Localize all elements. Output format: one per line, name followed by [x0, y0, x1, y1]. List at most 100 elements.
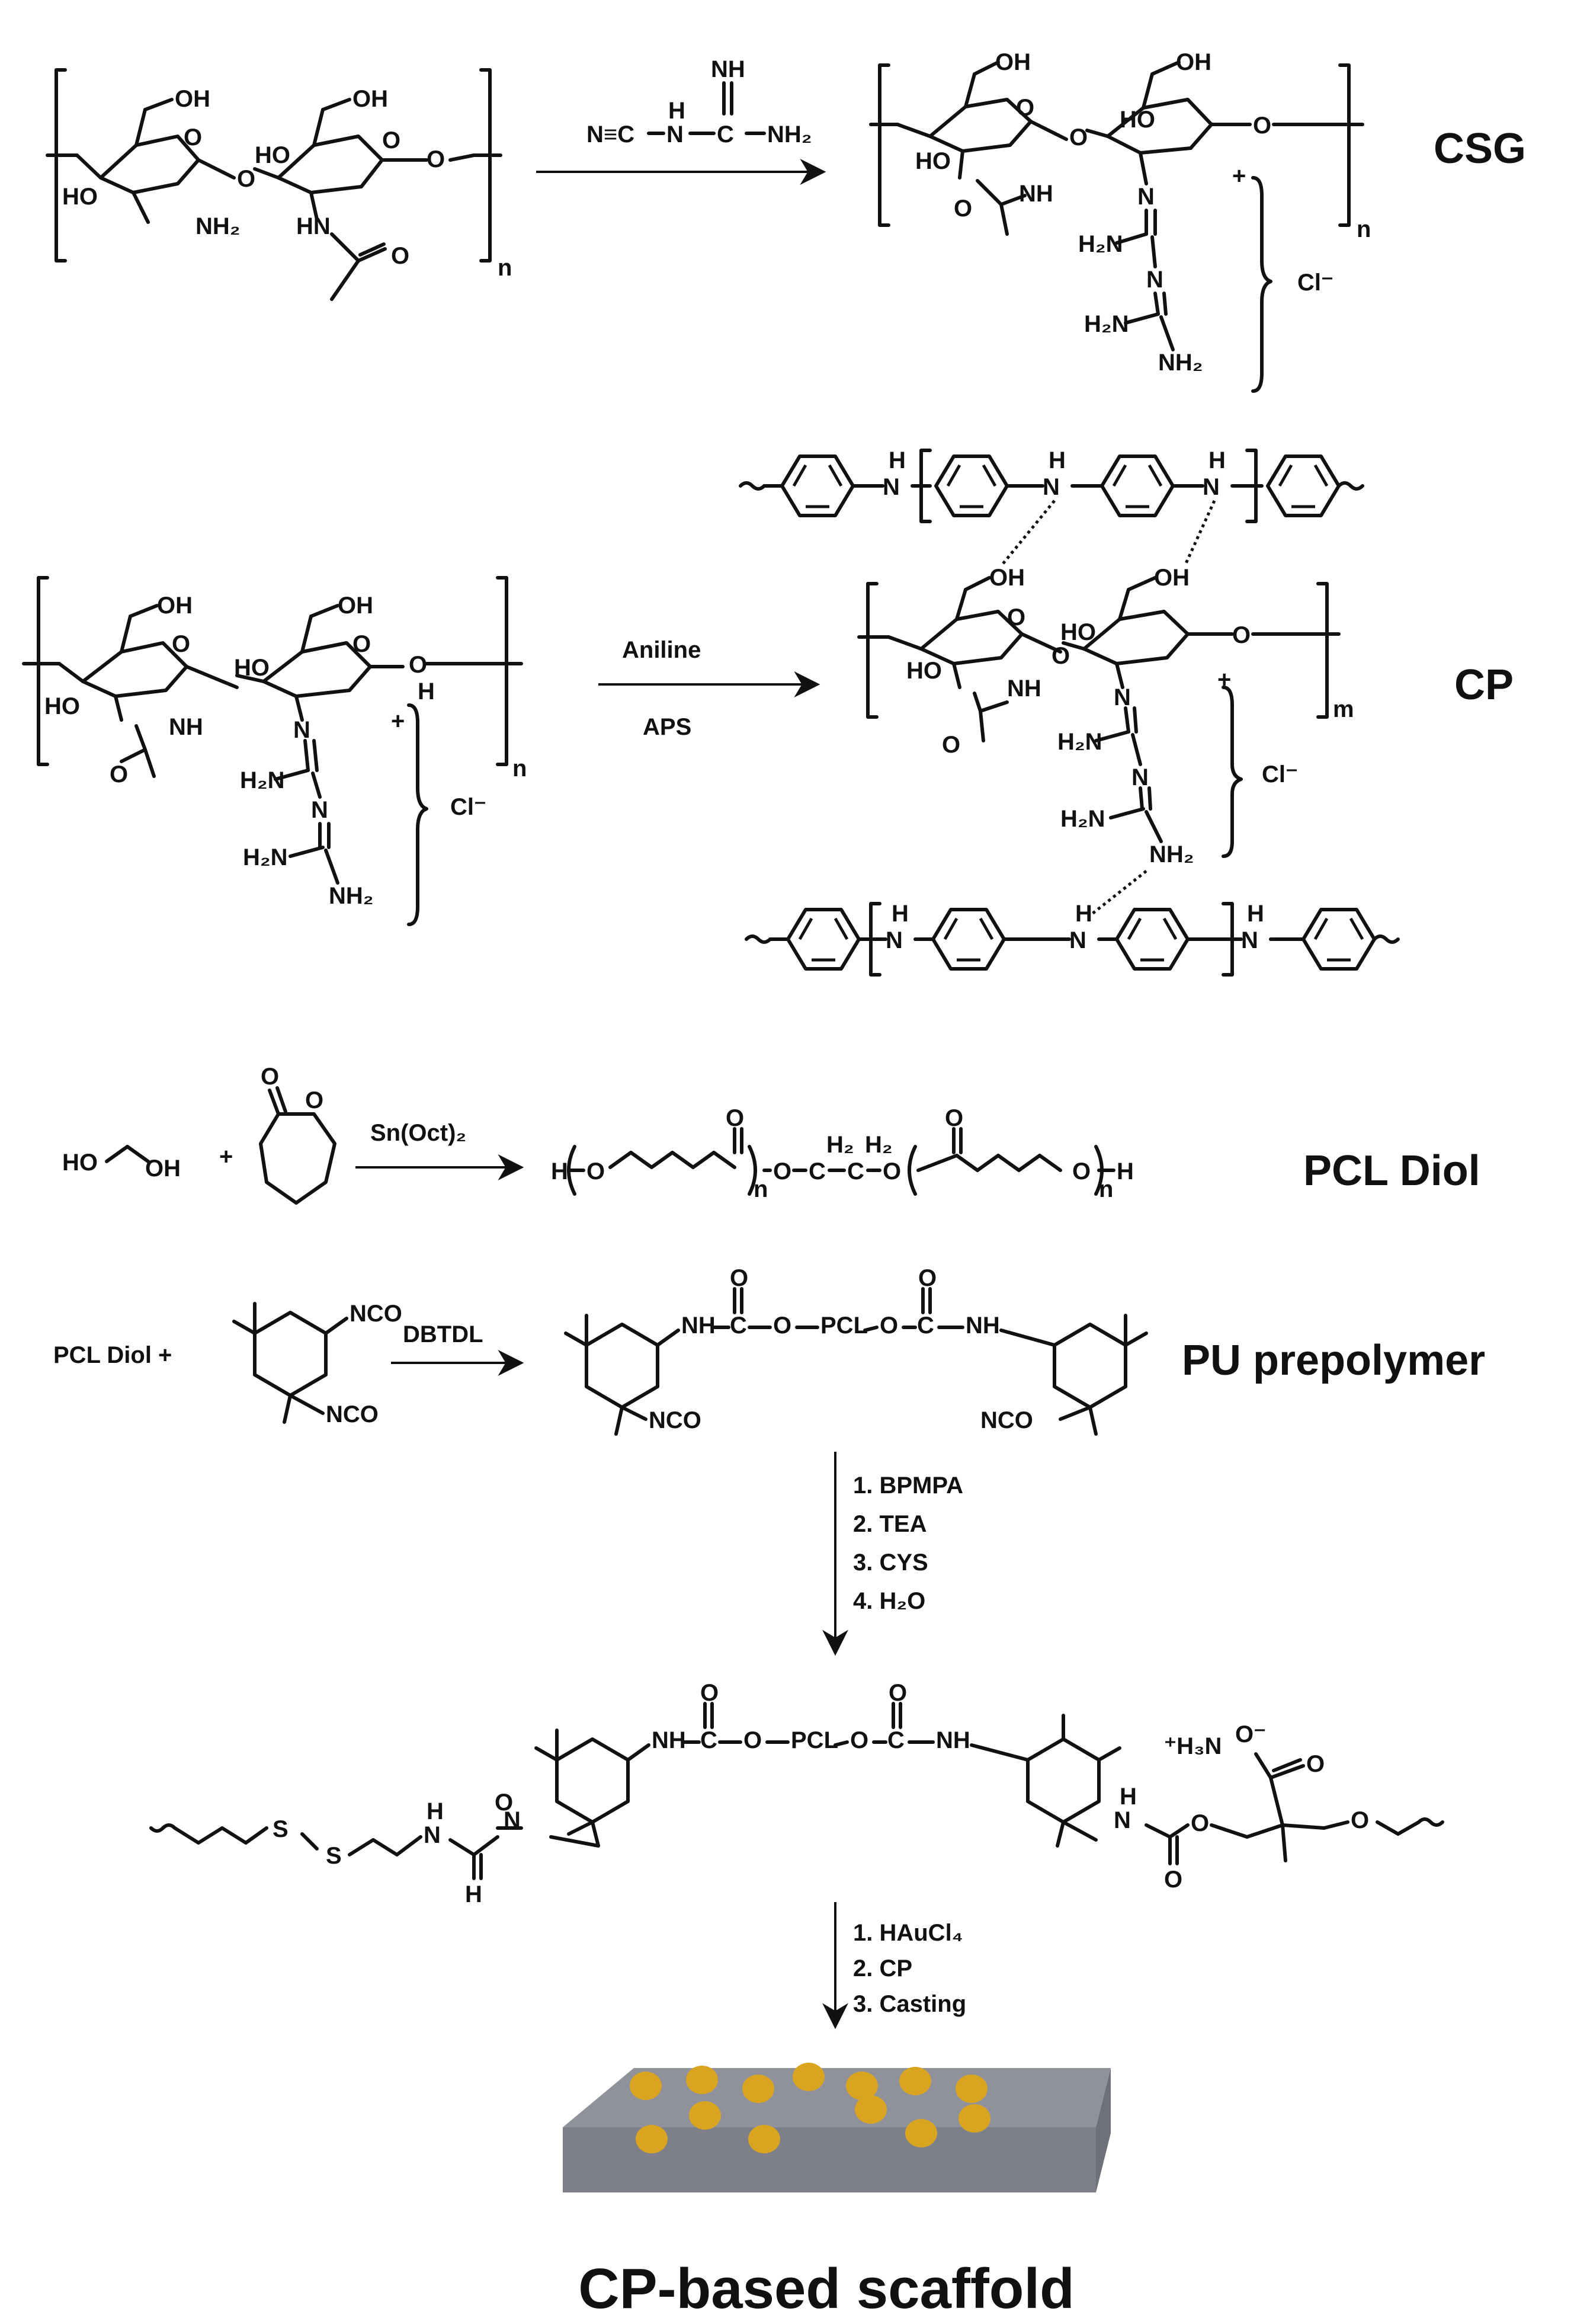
gold-nanoparticle: [855, 2095, 887, 2124]
atom: NCO: [980, 1407, 1033, 1433]
atom: HO: [255, 142, 290, 168]
chitosan-reactant: OH OH HO HO NH₂ HN O O O O O n: [46, 68, 512, 301]
atom: O: [352, 631, 371, 657]
atom: NH₂: [1158, 350, 1203, 376]
atom: NH: [1007, 676, 1041, 702]
atom: NH: [1019, 181, 1053, 207]
counter-ion: Cl⁻: [1297, 270, 1333, 296]
atom: O: [409, 652, 427, 678]
left-bracket: [55, 68, 67, 263]
atom: O: [1016, 95, 1034, 121]
atom: N≡C: [586, 121, 634, 148]
atom: O: [172, 631, 190, 657]
plus-sign: +: [219, 1144, 233, 1170]
atom: H₂N: [1084, 311, 1129, 337]
label-pu-prepolymer: PU prepolymer: [1182, 1337, 1485, 1384]
atom: N: [1114, 684, 1131, 710]
atom: OH: [995, 49, 1031, 75]
atom: H: [1120, 1784, 1137, 1810]
atom: H: [668, 98, 685, 124]
atom: N: [424, 1822, 441, 1848]
gold-nanoparticle: [793, 2063, 825, 2091]
atom: O: [730, 1265, 748, 1291]
pcl-diol-synthesis: HO OH + O O Sn(Oct)₂ H O O n O C H₂ C H₂…: [62, 1064, 1134, 1205]
gold-nanoparticle: [636, 2125, 668, 2153]
atom: H: [551, 1158, 568, 1185]
atom: N: [1043, 474, 1060, 500]
gold-nanoparticles: [630, 2063, 990, 2153]
counter-ion: Cl⁻: [450, 794, 486, 820]
atom: O: [1164, 1867, 1182, 1893]
atom: HO: [62, 184, 98, 210]
atom: NH: [711, 56, 745, 82]
charge: +: [1232, 163, 1246, 189]
atom: N: [1137, 184, 1155, 210]
gold-nanoparticle: [748, 2125, 780, 2153]
atom: O: [305, 1087, 323, 1113]
atom: N: [1241, 927, 1258, 953]
atom: O: [773, 1313, 791, 1339]
gold-nanoparticle: [686, 2066, 718, 2094]
atom: HO: [1120, 107, 1155, 133]
atom: C: [887, 1727, 905, 1753]
atom: H₂: [865, 1132, 893, 1158]
atom: O: [391, 243, 409, 269]
atom: O: [850, 1727, 868, 1753]
gold-nanoparticle: [958, 2104, 990, 2133]
reagent-cys: 3. CYS: [853, 1550, 928, 1576]
atom: HN: [296, 213, 331, 239]
atom: O: [1007, 604, 1025, 630]
atom: N: [293, 717, 310, 743]
atom: NCO: [649, 1407, 701, 1433]
atom: HO: [915, 148, 951, 174]
atom: H: [418, 678, 435, 705]
csg-product: OH OH HO NH HO N H₂N N H₂N NH₂ O O O O n…: [869, 49, 1371, 393]
atom: NH: [169, 714, 203, 740]
atom: O: [1232, 622, 1251, 648]
atom: O: [1351, 1807, 1369, 1833]
gold-nanoparticle: [905, 2119, 937, 2147]
atom: HO: [62, 1150, 98, 1176]
atom: NH₂: [1149, 841, 1194, 868]
atom: O: [880, 1313, 898, 1339]
right-bracket: [479, 68, 492, 263]
atom: H: [1117, 1158, 1134, 1185]
atom: N: [1069, 927, 1086, 953]
atom: H: [1208, 447, 1226, 473]
atom: O: [382, 127, 400, 153]
atom: O: [883, 1158, 901, 1185]
label-csg: CSG: [1434, 125, 1526, 172]
atom: OH: [352, 86, 388, 112]
atom: H: [427, 1798, 444, 1824]
atom: H: [465, 1881, 482, 1907]
gold-nanoparticle: [846, 2072, 878, 2100]
atom: O: [1191, 1810, 1209, 1836]
label-cp: CP: [1454, 661, 1514, 709]
atom: C: [809, 1158, 826, 1185]
charge: +: [391, 708, 405, 734]
atom: N: [1131, 764, 1149, 790]
atom: O: [110, 761, 128, 788]
atom: H: [1075, 901, 1092, 927]
atom: H: [892, 901, 909, 927]
atom: O: [586, 1158, 605, 1185]
atom: H: [1049, 447, 1066, 473]
atom: NH₂: [195, 213, 241, 239]
atom: OH: [989, 565, 1025, 591]
atom: C: [700, 1727, 717, 1753]
reagent-aps: APS: [643, 714, 691, 740]
atom: HO: [1060, 619, 1096, 645]
atom: O⁻: [1235, 1721, 1266, 1747]
atom: O: [1052, 643, 1070, 669]
atom: H₂N: [243, 844, 288, 870]
atom: O: [889, 1680, 907, 1706]
cp-product: N H N H N H OH: [739, 447, 1400, 977]
atom: NH₂: [767, 121, 812, 148]
atom: H₂N: [1078, 231, 1123, 257]
reagent-cp: 2. CP: [853, 1955, 912, 1982]
scaffold-side-face: [1096, 2068, 1111, 2192]
gold-nanoparticle: [689, 2101, 721, 2130]
reagent-water: 4. H₂O: [853, 1588, 925, 1614]
atom: O: [743, 1727, 762, 1753]
